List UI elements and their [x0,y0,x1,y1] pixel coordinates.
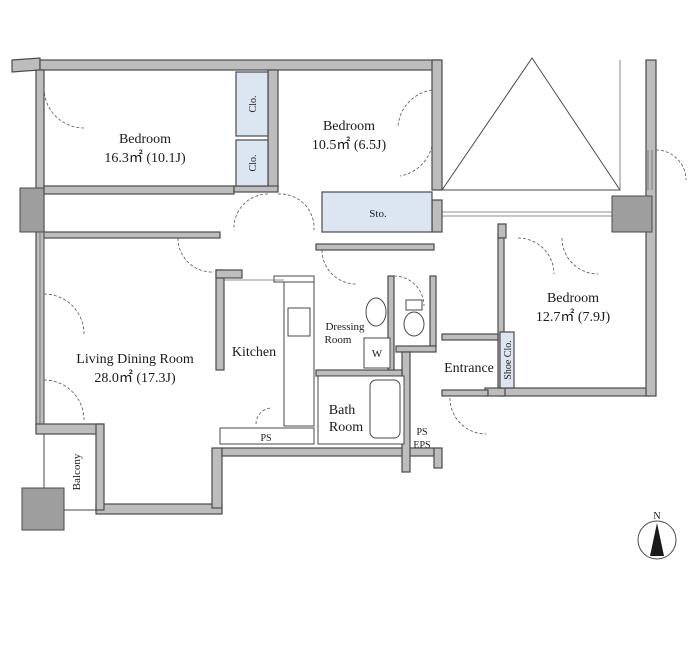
north-compass: N [637,511,677,560]
windows [39,150,653,424]
bedroom3-name: Bedroom [547,291,599,306]
sto-label: Sto. [369,208,387,220]
interior-walls [35,69,507,511]
living-room-area: 28.0㎡ (17.3J) [94,370,176,386]
bath-fixtures [317,297,425,445]
closet-bottom-label: Clo. [248,155,259,172]
kitchen-fixtures [224,275,315,427]
shoe-closet-label: Shoe Clo. [503,340,514,379]
bay-structure [441,57,621,191]
eps-label: EPS [413,440,430,451]
washer-label: W [372,348,383,360]
entrance-label: Entrance [444,361,494,376]
closet-bottom[interactable] [235,139,269,187]
bedroom2-name: Bedroom [323,119,375,134]
balcony [21,433,97,531]
bath-room-label-1: Bath [329,403,355,418]
bath-room-label-2: Room [329,420,363,435]
dressing-room-label-1: Dressing [325,321,365,333]
living-room-name: Living Dining Room [76,352,194,367]
balcony-label: Balcony [71,453,83,490]
bedroom3-area: 12.7㎡ (7.9J) [536,309,611,325]
kitchen-label: Kitchen [232,345,276,360]
ps-kitchen-label: PS [260,433,271,444]
dressing-room-label-2: Room [325,334,352,346]
bedroom1-area: 16.3㎡ (10.1J) [104,150,186,166]
ps-shaft-kitchen [219,427,315,445]
closet-top-label: Clo. [248,96,259,113]
shoe-closet[interactable] [499,331,515,389]
closet-top[interactable] [235,71,269,137]
storage-room[interactable] [321,191,433,233]
compass-north-label: N [653,511,660,522]
bedroom2-area: 10.5㎡ (6.5J) [312,137,387,153]
bedroom1-name: Bedroom [119,132,171,147]
ps-entrance-label: PS [416,427,427,438]
